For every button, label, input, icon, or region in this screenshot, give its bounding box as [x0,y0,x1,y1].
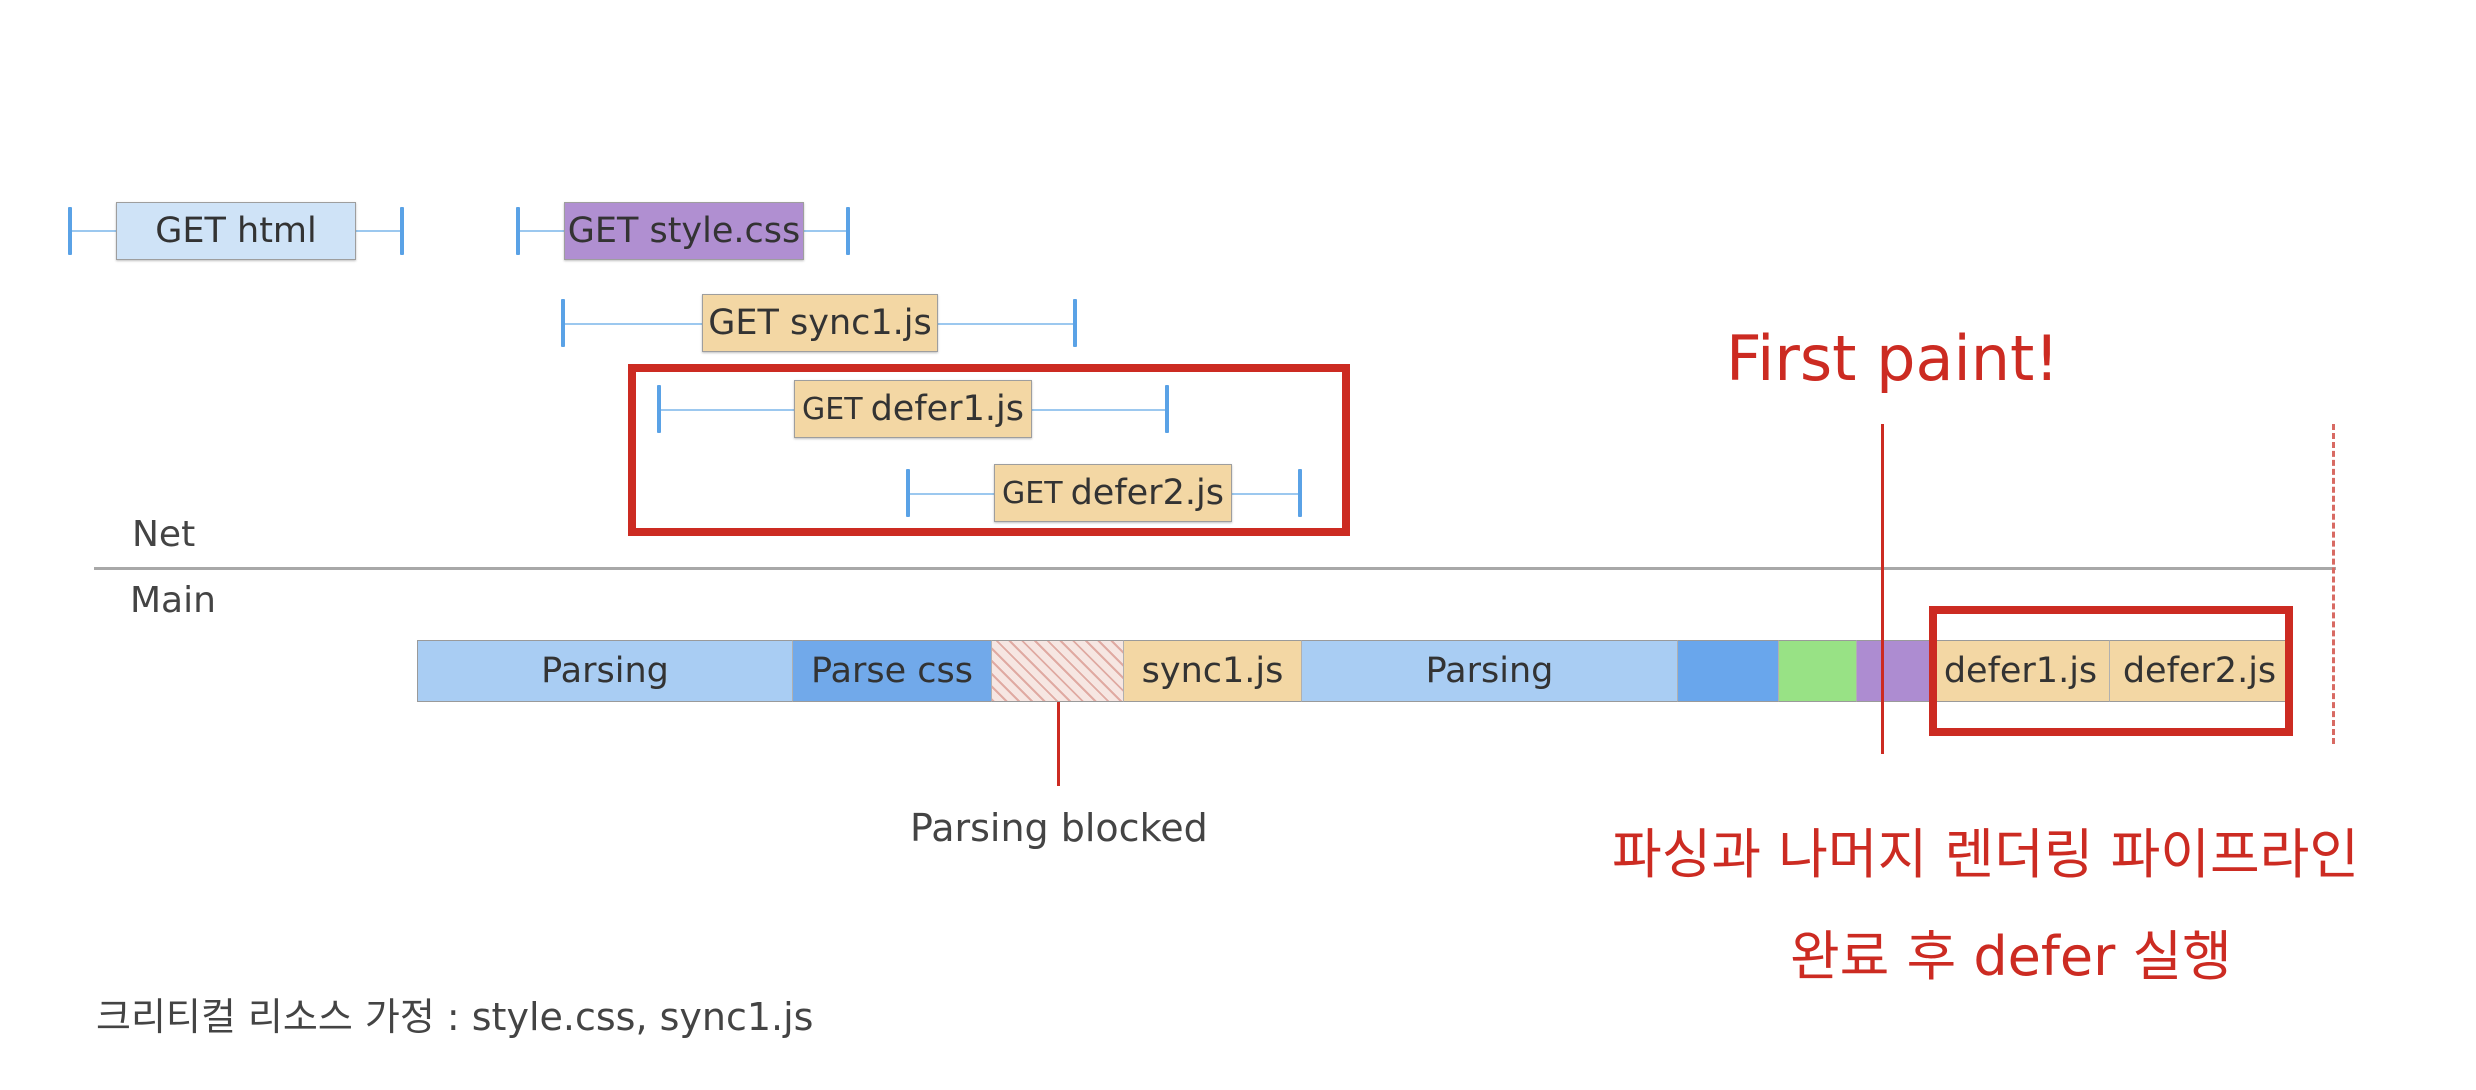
request-start-tick [561,299,565,347]
request-bar-style-css: GET style.css [564,202,804,260]
segment-parsing: Parsing [1302,640,1678,702]
request-label: GET html [155,211,317,251]
critical-resources-note: 크리티컬 리소스 가정 : style.css, sync1.js [96,995,814,1039]
parsing-blocked-label: Parsing blocked [910,806,1208,850]
request-label: defer2.js [1070,473,1224,513]
request-start-tick [68,207,72,255]
request-bar-defer2-js: GET defer2.js [994,464,1232,522]
defer-requests-highlight [628,364,1350,536]
request-label: GET style.css [567,211,801,251]
request-end-tick [846,207,850,255]
segment-parse-css: Parse css [793,640,992,702]
request-start-tick [657,385,661,433]
first-paint-line [1881,424,1884,754]
request-method: GET [802,391,863,427]
request-label: GET sync1.js [708,303,932,343]
parsing-blocked-pointer [1057,702,1060,786]
request-bar-sync1-js: GET sync1.js [702,294,938,352]
segment-layout [1779,640,1857,702]
request-bar-defer1-js: GET defer1.js [794,380,1032,438]
request-end-tick [1165,385,1169,433]
request-start-tick [906,469,910,517]
request-bar-html: GET html [116,202,356,260]
segment-style [1678,640,1779,702]
segment-sync1-js: sync1.js [1124,640,1302,702]
segment-defer2-js: defer2.js [2110,640,2290,702]
net-label: Net [132,514,196,555]
first-paint-label: First paint! [1726,322,2060,395]
request-end-tick [1073,299,1077,347]
net-main-divider [94,567,2336,570]
request-end-tick [1298,469,1302,517]
request-end-tick [400,207,404,255]
defer-execution-highlight [1929,606,2293,736]
segment-parsing: Parsing [417,640,793,702]
defer-explanation-line1: 파싱과 나머지 렌더링 파이프라인 [1612,823,2360,886]
end-marker-line [2332,424,2335,744]
defer-explanation-line2: 완료 후 defer 실행 [1790,925,2232,988]
segment-parsing-blocked [992,640,1124,702]
segment-defer1-js: defer1.js [1932,640,2110,702]
main-label: Main [130,580,216,621]
request-method: GET [1002,475,1063,511]
request-start-tick [516,207,520,255]
segment-paint [1857,640,1932,702]
request-label: defer1.js [870,389,1024,429]
